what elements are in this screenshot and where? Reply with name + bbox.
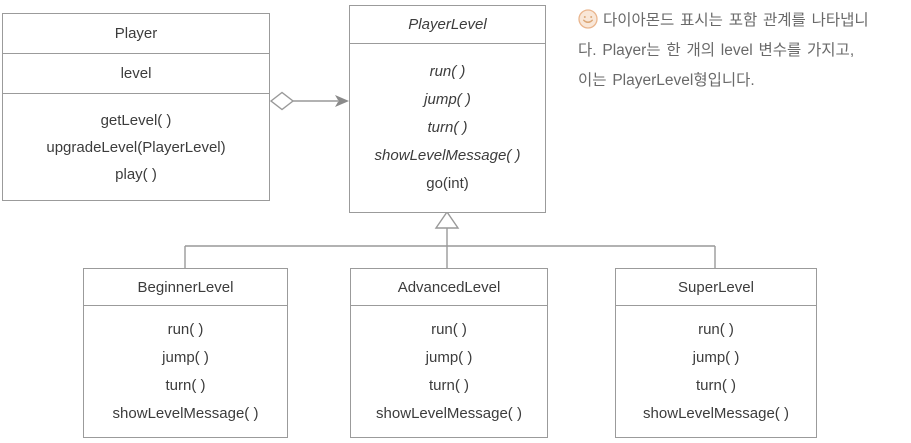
note-text: 다이아몬드 표시는 포함 관계를 나타냅니: [603, 12, 869, 29]
arrowhead-icon: [335, 95, 349, 107]
method-label: run( ): [431, 320, 467, 338]
inheritance-triangle-icon: [434, 210, 460, 229]
class-title: PlayerLevel: [350, 6, 545, 44]
class-box-beginnerlevel: BeginnerLevel run( ) jump( ) turn( ) sho…: [83, 268, 288, 438]
method-label: go(int): [426, 175, 469, 192]
method-list: run( ) jump( ) turn( ) showLevelMessage(…: [616, 306, 816, 437]
aggregation-connector: [269, 91, 349, 111]
method-label: showLevelMessage( ): [643, 404, 789, 422]
method-label: turn( ): [427, 119, 468, 136]
note-annotation: 다이아몬드 표시는 포함 관계를 나타냅니 다. Player는 한 개의 le…: [578, 6, 911, 96]
class-title: AdvancedLevel: [351, 269, 547, 306]
method-label: showLevelMessage( ): [374, 147, 521, 164]
method-label: showLevelMessage( ): [112, 404, 259, 422]
method-label: jump( ): [162, 348, 209, 366]
method-label: jump( ): [424, 91, 471, 108]
method-label: jump( ): [425, 348, 473, 366]
method-label: getLevel( ): [100, 111, 172, 129]
method-label: turn( ): [165, 376, 206, 394]
method-label: jump( ): [692, 348, 740, 366]
method-list: run( ) jump( ) turn( ) showLevelMessage(…: [350, 44, 545, 212]
note-line-2: 다. Player는 한 개의 level 변수를 가지고,: [578, 42, 855, 59]
method-label: run( ): [698, 320, 734, 338]
class-title: Player: [3, 14, 269, 54]
method-label: turn( ): [428, 376, 469, 394]
method-label: turn( ): [695, 376, 736, 394]
class-title: BeginnerLevel: [84, 269, 287, 306]
aggregation-diamond-icon: [269, 91, 295, 111]
class-box-playerlevel: PlayerLevel run( ) jump( ) turn( ) showL…: [349, 5, 546, 213]
method-list: run( ) jump( ) turn( ) showLevelMessage(…: [351, 306, 547, 437]
class-box-player: Player level getLevel( ) upgradeLevel(Pl…: [2, 13, 270, 201]
method-list: run( ) jump( ) turn( ) showLevelMessage(…: [84, 306, 287, 437]
smiley-icon: [578, 9, 598, 29]
inheritance-connector: [184, 210, 716, 268]
class-title: SuperLevel: [616, 269, 816, 306]
class-box-advancedlevel: AdvancedLevel run( ) jump( ) turn( ) sho…: [350, 268, 548, 438]
method-label: run( ): [429, 63, 466, 80]
note-line-1: 다이아몬드 표시는 포함 관계를 나타냅니: [578, 6, 911, 36]
field-label: level: [3, 54, 269, 94]
class-box-superlevel: SuperLevel run( ) jump( ) turn( ) showLe…: [615, 268, 817, 438]
method-label: play( ): [115, 165, 157, 183]
method-label: showLevelMessage( ): [376, 404, 522, 422]
note-line-3: 이는 PlayerLevel형입니다.: [578, 72, 755, 89]
method-label: run( ): [167, 320, 204, 338]
method-list: getLevel( ) upgradeLevel(PlayerLevel) pl…: [3, 94, 269, 200]
method-label: upgradeLevel(PlayerLevel): [46, 138, 226, 156]
